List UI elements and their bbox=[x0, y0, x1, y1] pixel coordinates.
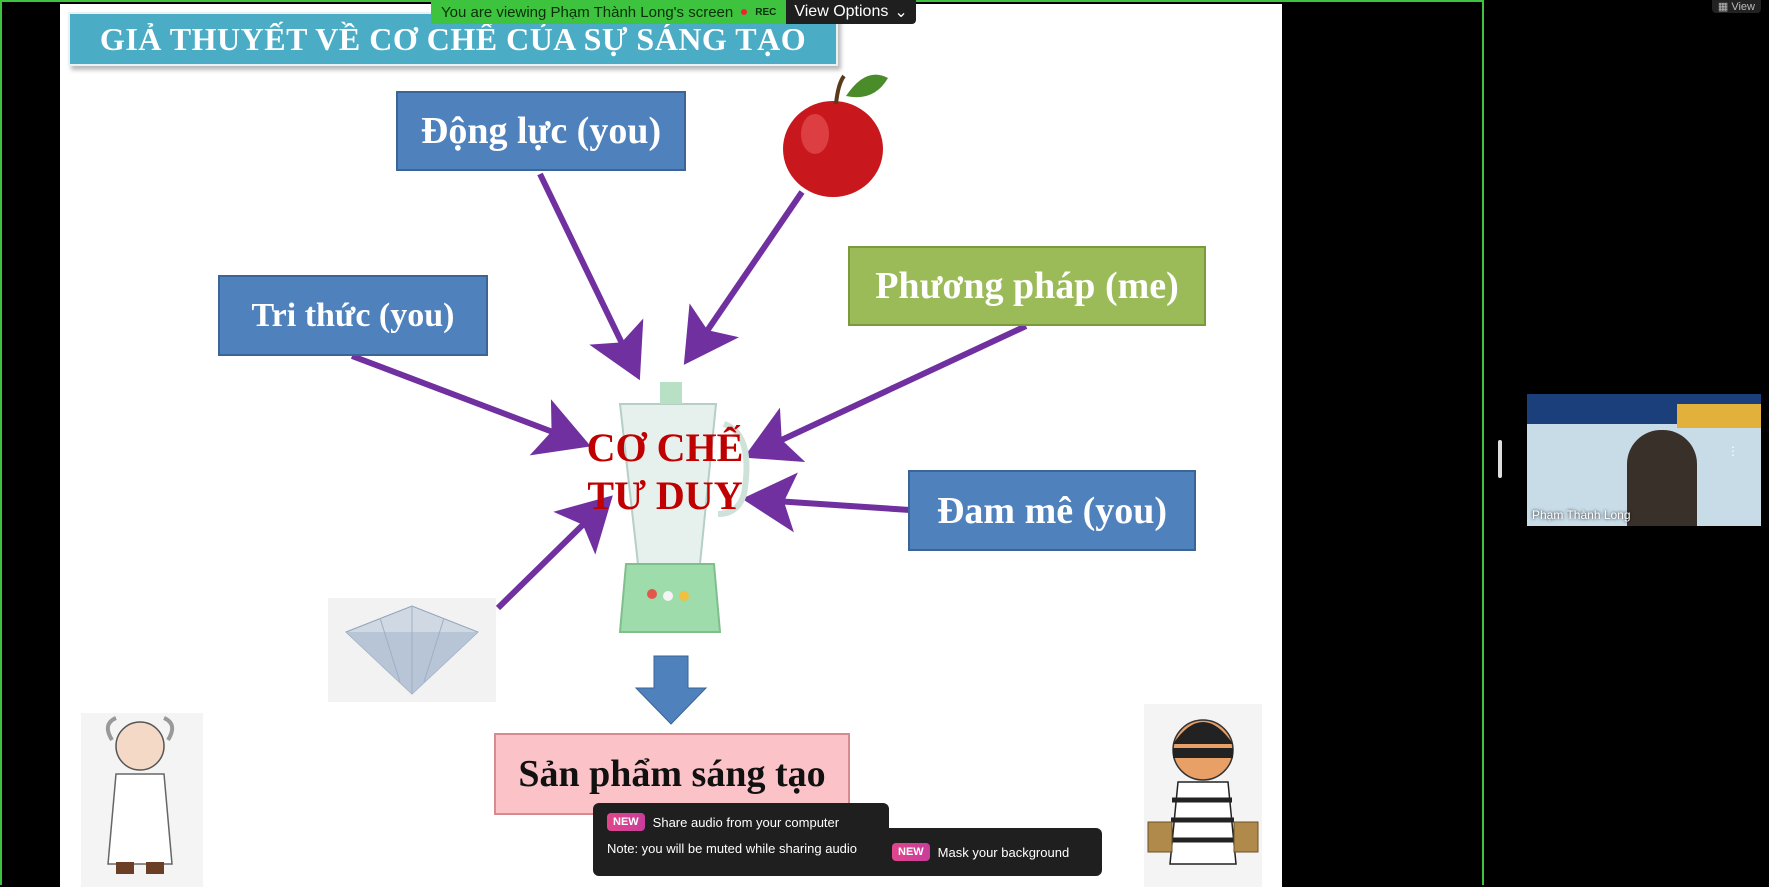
participant-video-tile[interactable]: ⋮ Phạm Thành Long bbox=[1527, 394, 1761, 526]
arrow-diamond bbox=[495, 495, 613, 611]
arrow-apple bbox=[683, 190, 805, 365]
grid-icon: ▦ bbox=[1717, 1, 1729, 13]
presentation-slide: GIẢ THUYẾT VỀ CƠ CHẾ CỦA SỰ SÁNG TẠO bbox=[60, 4, 1282, 887]
box-san-pham: Sản phẩm sáng tạo bbox=[494, 733, 850, 815]
diamond-icon bbox=[328, 598, 496, 702]
panel-resize-handle[interactable] bbox=[1498, 440, 1502, 478]
scientist-icon bbox=[81, 713, 203, 887]
more-options-icon[interactable]: ⋮ bbox=[1727, 444, 1739, 458]
new-badge: NEW bbox=[607, 813, 645, 831]
share-audio-tooltip[interactable]: NEW Share audio from your computer Note:… bbox=[593, 803, 889, 876]
chevron-down-icon: ⌄ bbox=[894, 4, 908, 21]
arrow-phuong-phap bbox=[743, 323, 1028, 462]
apple-icon bbox=[783, 74, 888, 197]
down-arrow-icon bbox=[634, 655, 708, 725]
view-options-button[interactable]: View Options ⌄ bbox=[786, 0, 916, 24]
participant-avatar bbox=[1627, 430, 1697, 526]
thief-icon bbox=[1144, 704, 1262, 887]
rec-dot-icon bbox=[741, 9, 748, 15]
arrow-dong-luc bbox=[537, 172, 644, 381]
box-phuong-phap: Phương pháp (me) bbox=[848, 246, 1206, 326]
arrow-dam-me bbox=[742, 472, 911, 533]
viewing-notice: You are viewing Phạm Thành Long's screen… bbox=[431, 0, 787, 24]
share-banner: You are viewing Phạm Thành Long's screen… bbox=[431, 0, 916, 24]
box-tri-thuc: Tri thức (you) bbox=[218, 275, 488, 356]
box-dong-luc: Động lực (you) bbox=[396, 91, 686, 171]
arrow-tri-thuc bbox=[350, 353, 591, 456]
arrow-layer bbox=[81, 74, 1262, 887]
blender-icon bbox=[618, 382, 750, 633]
mask-background-tooltip[interactable]: NEW Mask your background bbox=[878, 828, 1102, 876]
box-dam-me: Đam mê (you) bbox=[908, 470, 1196, 551]
core-mechanism-label: CƠ CHẾ TƯ DUY bbox=[586, 425, 744, 518]
new-badge: NEW bbox=[892, 843, 930, 861]
top-right-view-button[interactable]: ▦ View bbox=[1711, 0, 1761, 13]
